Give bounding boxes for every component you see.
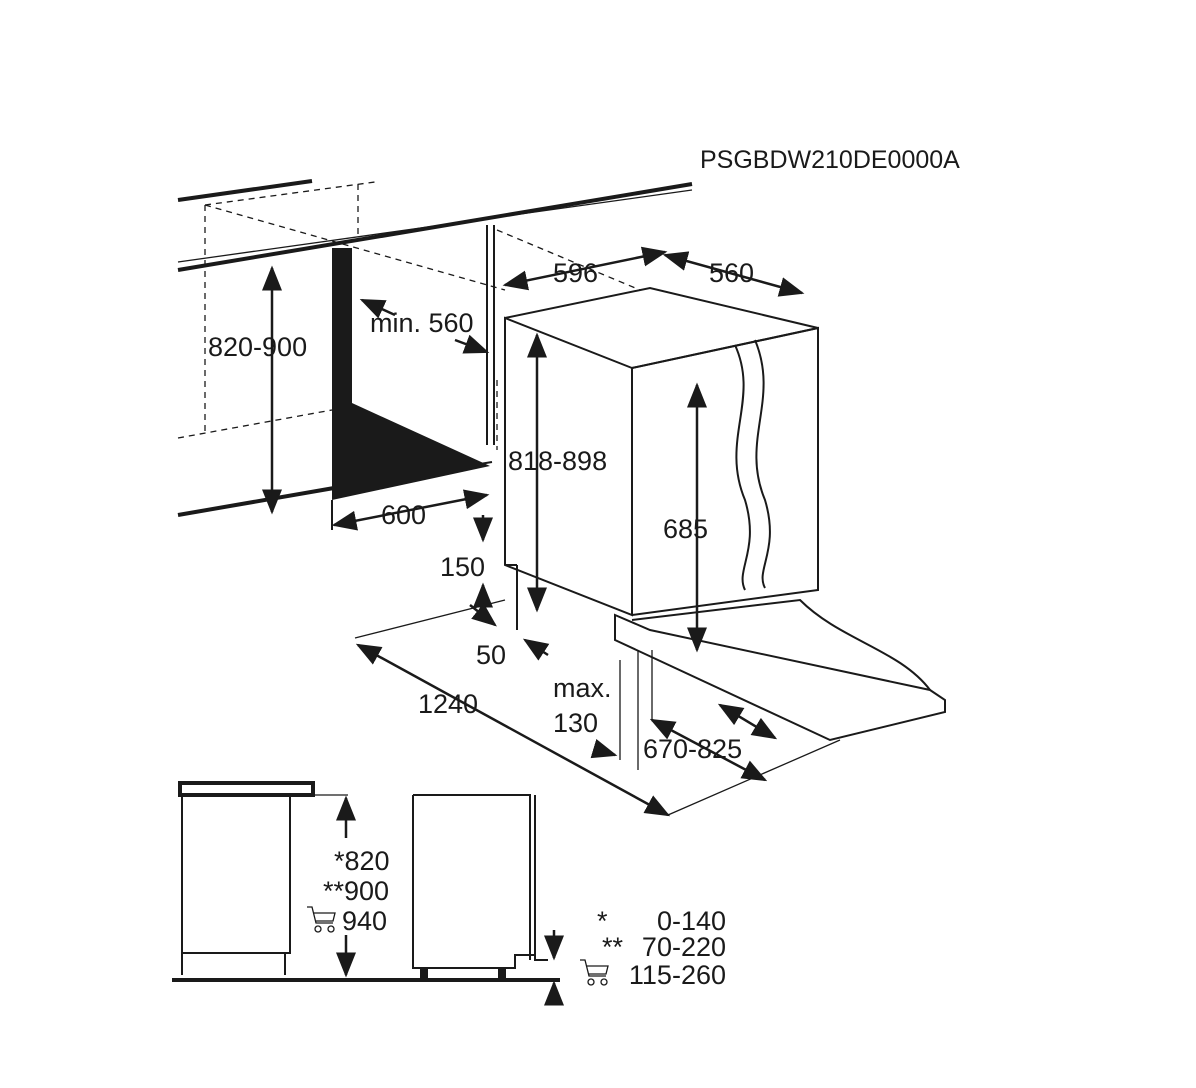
dimension-arrows (262, 246, 805, 817)
height-820-label: *820 (334, 846, 390, 876)
appliance-width-label: 596 (553, 258, 598, 288)
side-view-drawing (172, 781, 564, 1006)
door-height-label: 685 (663, 514, 708, 544)
plinth-1-mark: * (597, 906, 608, 936)
appliance-depth-label: 560 (709, 258, 754, 288)
plinth-3-label: 115-260 (629, 960, 726, 990)
shopping-cart-icon (579, 959, 609, 986)
plinth-2-label: 70-220 (642, 932, 726, 962)
height-900-label: **900 (323, 876, 389, 906)
plinth-height-label: 150 (440, 552, 485, 582)
niche-depth-label: 600 (381, 500, 426, 530)
niche-width-label: min. 560 (370, 308, 474, 338)
appliance-height-label: 818-898 (508, 446, 607, 476)
model-code: PSGBDW210DE0000A (700, 146, 960, 174)
max-value-label: 130 (553, 708, 598, 738)
door-slide-label: 670-825 (643, 734, 742, 764)
max-label: max. (553, 673, 612, 703)
plinth-1-label: 0-140 (657, 906, 726, 936)
height-940-label: 940 (342, 906, 387, 936)
shopping-cart-icon (306, 906, 336, 933)
plinth-depth-label: 50 (476, 640, 506, 670)
total-depth-label: 1240 (418, 689, 478, 719)
niche-height-label: 820-900 (208, 332, 307, 362)
plinth-2-mark: ** (602, 932, 624, 962)
